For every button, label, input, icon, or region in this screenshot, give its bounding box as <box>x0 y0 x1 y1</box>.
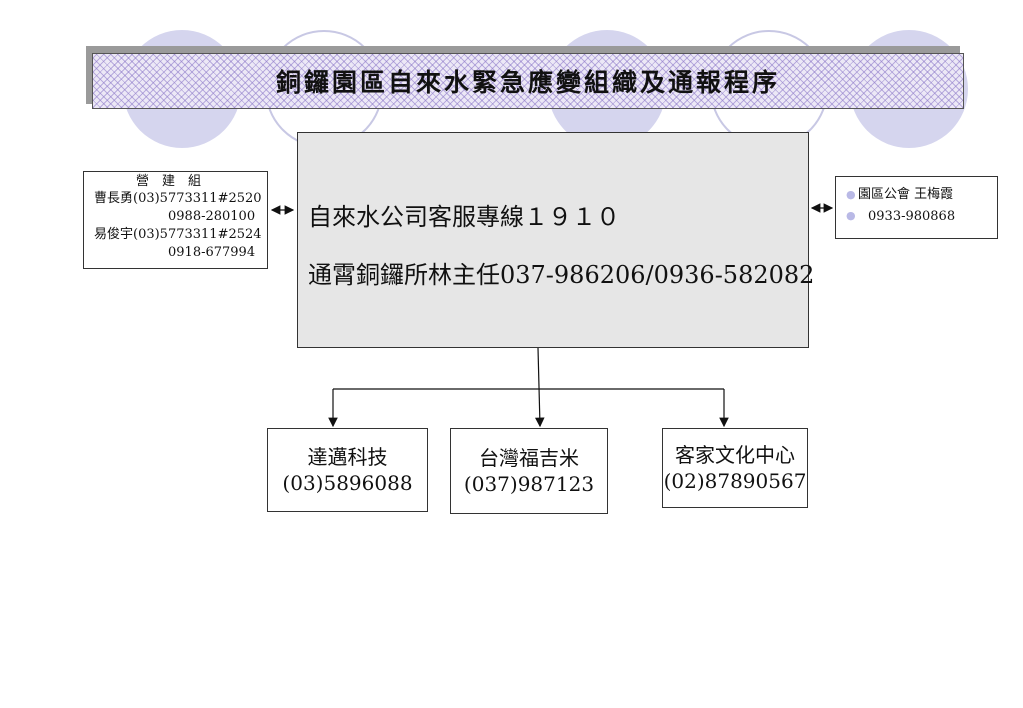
hotline-text: 自來水公司客服專線１９１０ <box>308 203 620 231</box>
association-contact: 園區公會 王梅霞 <box>858 187 954 202</box>
company-phone: (03)5896088 <box>282 471 413 495</box>
contact-line-1: 曹長勇(03)5773311#2520 <box>94 191 262 206</box>
association-phone: 0933-980868 <box>868 209 956 224</box>
construction-team-box: 營 建 組 曹長勇(03)5773311#2520 0988-280100 易俊… <box>83 171 268 269</box>
title-banner: 銅鑼園區自來水緊急應變組織及通報程序 <box>92 53 964 109</box>
water-company-box: 自來水公司客服專線１９１０ 通霄銅鑼所林主任037-986206/0936-58… <box>297 132 814 348</box>
company-box-hakka: 客家文化中心 (02)87890567 <box>662 428 808 508</box>
contact-line-2: 0988-280100 <box>168 209 256 224</box>
team-heading: 營 建 組 <box>136 174 202 189</box>
company-phone: (02)87890567 <box>663 469 807 493</box>
company-name: 客家文化中心 <box>675 443 795 467</box>
company-phone: (037)987123 <box>463 472 595 496</box>
company-name: 達邁科技 <box>307 445 388 469</box>
office-contact-text: 通霄銅鑼所林主任037-986206/0936-582082 <box>308 261 815 289</box>
park-association-box: ● 園區公會 王梅霞 ● 0933-980868 <box>835 176 998 239</box>
contact-line-4: 0918-677994 <box>168 245 256 260</box>
trunk-line <box>534 347 545 428</box>
page-title: 銅鑼園區自來水緊急應變組織及通報程序 <box>275 68 780 97</box>
bullet-icon: ● <box>846 188 856 201</box>
contact-line-3: 易俊宇(03)5773311#2524 <box>94 227 262 242</box>
company-box-fujimi: 台灣福吉米 (037)987123 <box>450 428 608 514</box>
bullet-icon: ● <box>846 209 856 222</box>
company-box-dayan: 達邁科技 (03)5896088 <box>267 428 428 512</box>
company-name: 台灣福吉米 <box>479 446 579 470</box>
